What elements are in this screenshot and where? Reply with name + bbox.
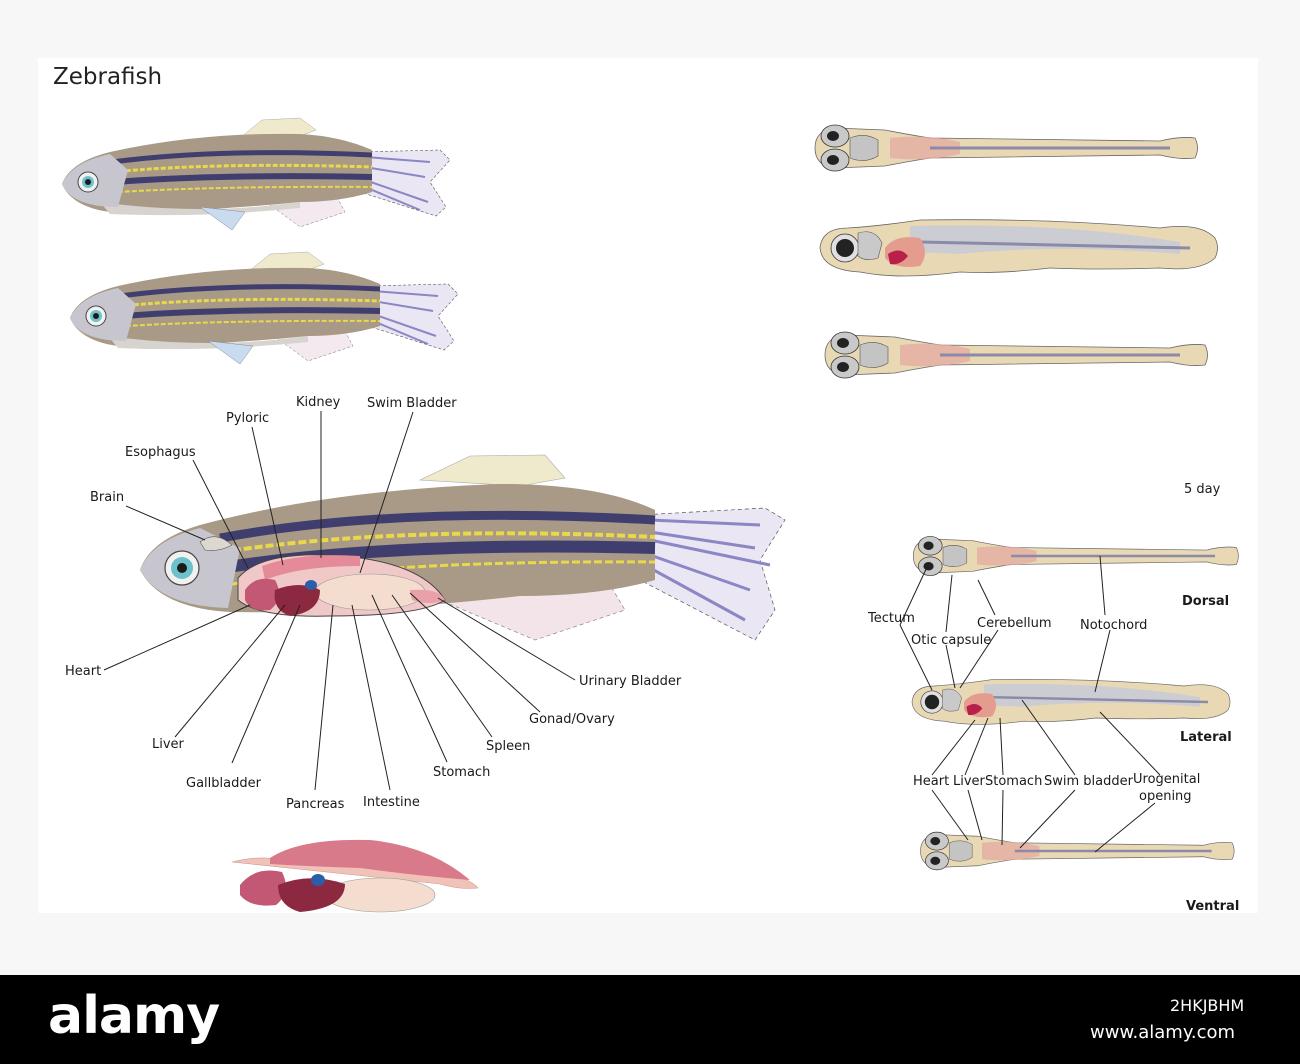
label-gallbladder: Gallbladder (186, 776, 262, 791)
label-larva-stomach: Stomach (985, 774, 1042, 789)
label-notochord: Notochord (1080, 618, 1147, 633)
larva-ventral-top (823, 330, 1209, 380)
figure-title: Zebrafish (53, 64, 163, 90)
zebrafish-illustration: Brain Esophagus Pyloric Kidney Swim Blad… (0, 0, 1240, 914)
label-ventral: Ventral (1186, 899, 1239, 914)
label-cerebellum: Cerebellum (977, 616, 1052, 631)
label-urogenital: Urogenital (1133, 772, 1200, 787)
label-age: 5 day (1184, 482, 1221, 497)
larva-lateral-top (818, 218, 1219, 278)
organ-detail (231, 839, 479, 913)
label-spleen: Spleen (486, 739, 530, 754)
image-id: 2HKJBHM (1170, 996, 1245, 1015)
adult-leader-lines (103, 411, 576, 791)
larva-leader-lines (899, 555, 1161, 853)
label-stomach: Stomach (433, 765, 490, 780)
alamy-logo: alamy (48, 986, 220, 1046)
larva-dorsal-top (813, 123, 1199, 173)
label-larva-heart: Heart (913, 774, 949, 789)
label-larva-liver: Liver (953, 774, 986, 789)
label-tectum: Tectum (867, 611, 915, 626)
label-gonad-ovary: Gonad/Ovary (529, 712, 615, 727)
label-kidney: Kidney (296, 395, 341, 410)
stock-footer (0, 975, 1300, 1064)
adult-fish-2 (70, 252, 458, 364)
label-esophagus: Esophagus (125, 445, 196, 460)
adult-fish-anatomy (140, 454, 786, 641)
label-urinary-bladder: Urinary Bladder (579, 674, 682, 689)
adult-fish-1 (62, 118, 450, 230)
label-larva-swim-bladder: Swim bladder (1044, 774, 1134, 789)
label-urogenital-opening: opening (1139, 789, 1192, 804)
label-lateral: Lateral (1180, 730, 1232, 745)
larva-ventral-labeled (919, 830, 1236, 872)
larva-dorsal-labeled (911, 535, 1240, 577)
label-intestine: Intestine (363, 795, 420, 810)
label-pyloric: Pyloric (226, 411, 269, 426)
label-brain: Brain (90, 490, 124, 505)
label-otic-capsule: Otic capsule (911, 633, 991, 648)
label-swim-bladder: Swim Bladder (367, 396, 457, 411)
label-dorsal: Dorsal (1182, 594, 1229, 609)
larva-lateral-labeled (910, 678, 1232, 726)
label-heart: Heart (65, 664, 101, 679)
label-liver: Liver (152, 737, 185, 752)
site-url[interactable]: www.alamy.com (1090, 1022, 1236, 1043)
label-pancreas: Pancreas (286, 797, 345, 812)
